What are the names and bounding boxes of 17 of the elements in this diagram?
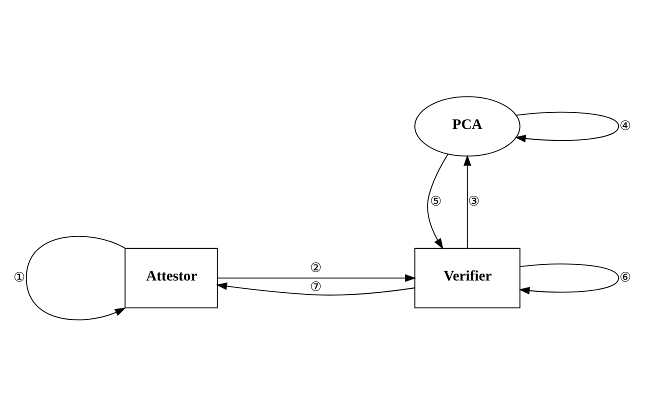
edge-label: ④ — [619, 118, 632, 132]
edge-label: ⑤ — [430, 194, 442, 208]
arrow — [216, 282, 416, 296]
edge-label: ③ — [468, 194, 480, 208]
arrow — [464, 154, 472, 248]
node-ellipse: PCA — [414, 96, 520, 156]
arrow — [514, 111, 620, 142]
arrow — [26, 235, 126, 320]
edge-label: ① — [14, 270, 26, 284]
arrow — [217, 274, 416, 282]
edge-label: ⑦ — [310, 280, 322, 294]
node-box: Verifier — [414, 247, 520, 308]
node-box: Attestor — [124, 247, 218, 308]
arrow — [518, 263, 620, 294]
edge-label: ⑥ — [619, 270, 632, 284]
arrow — [427, 153, 449, 249]
edge-label: ② — [310, 260, 322, 274]
